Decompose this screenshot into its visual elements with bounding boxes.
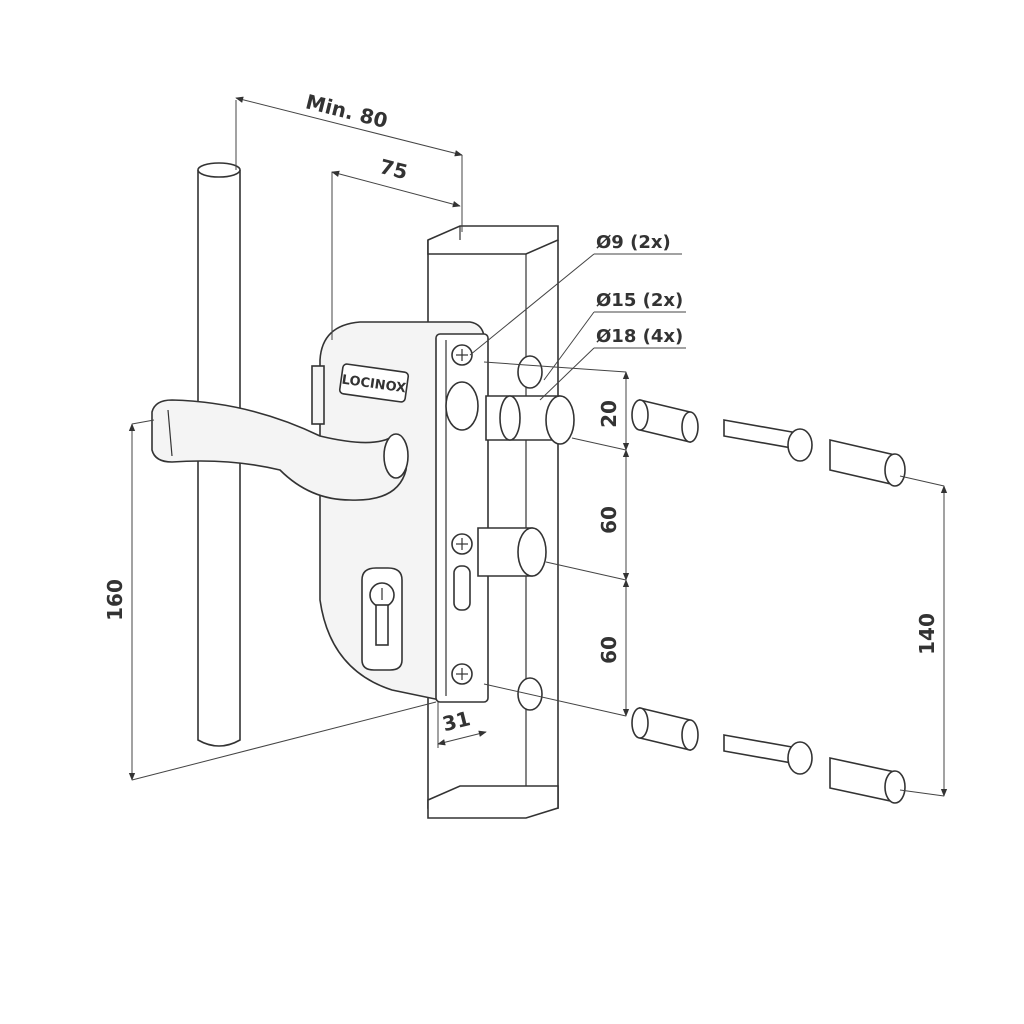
fastener-set-top bbox=[631, 398, 906, 487]
latch-bolt bbox=[485, 395, 575, 445]
callout-15: Ø15 (2x) bbox=[543, 290, 686, 381]
key-cylinder bbox=[361, 567, 403, 671]
dim-160: 160 bbox=[103, 419, 437, 781]
dim-140-label: 140 bbox=[915, 613, 939, 655]
callout-15-label: Ø15 (2x) bbox=[596, 290, 683, 311]
fastener-set-bottom bbox=[631, 706, 906, 804]
dead-bolt bbox=[477, 527, 547, 577]
side-tab bbox=[311, 365, 325, 425]
dim-min-80: Min. 80 bbox=[235, 89, 463, 232]
dim-31: 31 bbox=[437, 702, 487, 748]
bolt-slot bbox=[453, 565, 471, 611]
dim-20-label: 20 bbox=[597, 400, 621, 428]
callout-9: Ø9 (2x) bbox=[469, 232, 682, 356]
brand-plate bbox=[338, 363, 410, 403]
dim-60b-label: 60 bbox=[597, 636, 621, 664]
callout-18: Ø18 (4x) bbox=[539, 326, 686, 401]
lever-handle bbox=[151, 399, 409, 501]
dim-160-label: 160 bbox=[103, 579, 127, 621]
post-hole-top bbox=[517, 355, 543, 389]
callout-9-label: Ø9 (2x) bbox=[596, 232, 671, 253]
dim-chain-left: 20 60 60 bbox=[483, 361, 630, 717]
dim-75-label: 75 bbox=[377, 154, 410, 184]
dim-140: 140 bbox=[899, 475, 948, 797]
dim-60a-label: 60 bbox=[597, 506, 621, 534]
callout-18-label: Ø18 (4x) bbox=[596, 326, 683, 347]
lock-front-plate bbox=[435, 333, 489, 703]
latch-opening bbox=[445, 381, 479, 431]
